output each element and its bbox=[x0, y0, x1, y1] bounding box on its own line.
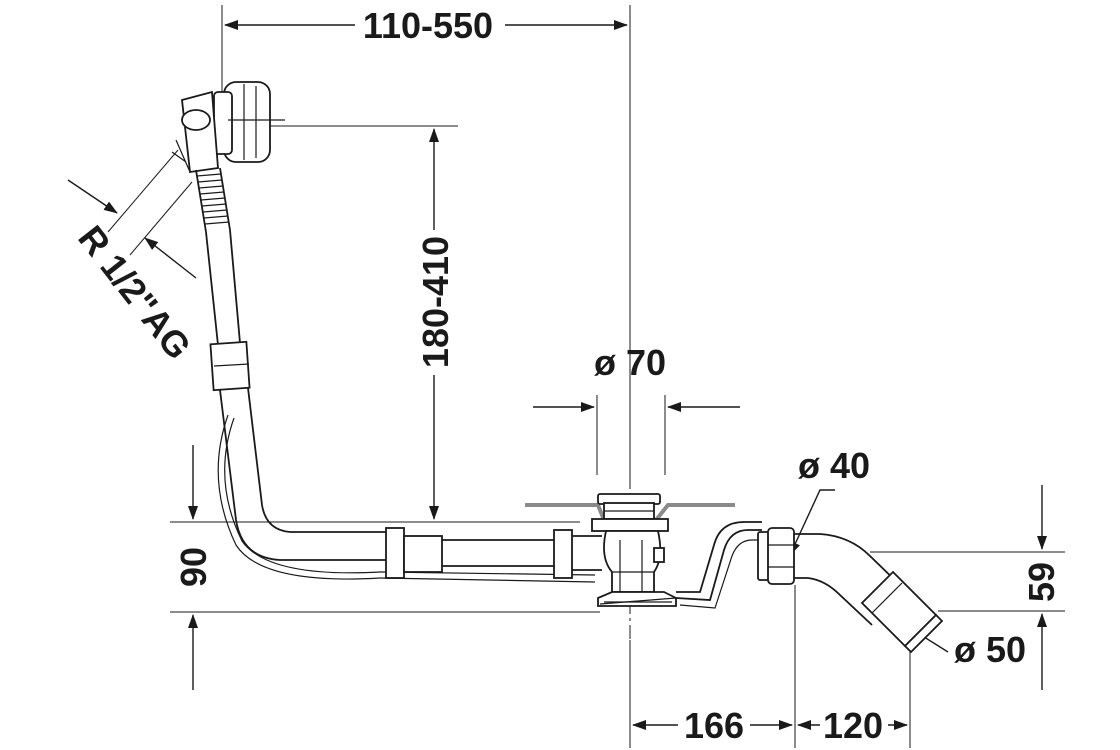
dim-line-thread-left bbox=[67, 179, 118, 214]
dim-text-right-height: 59 bbox=[1021, 562, 1062, 602]
dim-text-left-height: 90 bbox=[173, 547, 214, 587]
dim-text-overall-width: 110-550 bbox=[363, 5, 493, 46]
dim-text-outlet-diameter: ø 40 bbox=[798, 445, 870, 486]
dimension-lines bbox=[67, 20, 1047, 730]
trap-outlet bbox=[599, 521, 944, 654]
thread-ext-line-2 bbox=[129, 181, 193, 256]
dim-text-pipe-diameter: ø 50 bbox=[954, 629, 1026, 670]
extension-lines bbox=[170, 5, 1065, 748]
horizontal-pipe bbox=[385, 527, 602, 579]
drain-assembly bbox=[525, 493, 735, 607]
thread-ext-line-1 bbox=[107, 149, 179, 233]
dim-text-drain-diameter: ø 70 bbox=[594, 342, 666, 383]
dim-text-center-outlet: 166 bbox=[684, 705, 744, 746]
leader-outlet-diameter bbox=[789, 489, 835, 556]
dim-text-outlet-end: 120 bbox=[823, 705, 883, 746]
overflow-head bbox=[171, 81, 285, 174]
overflow-pipe bbox=[195, 167, 596, 583]
dim-text-overflow-height: 180-410 bbox=[415, 236, 456, 368]
dim-line-thread-right bbox=[144, 237, 197, 279]
dim-text-thread-size: R 1/2"AG bbox=[70, 218, 199, 367]
